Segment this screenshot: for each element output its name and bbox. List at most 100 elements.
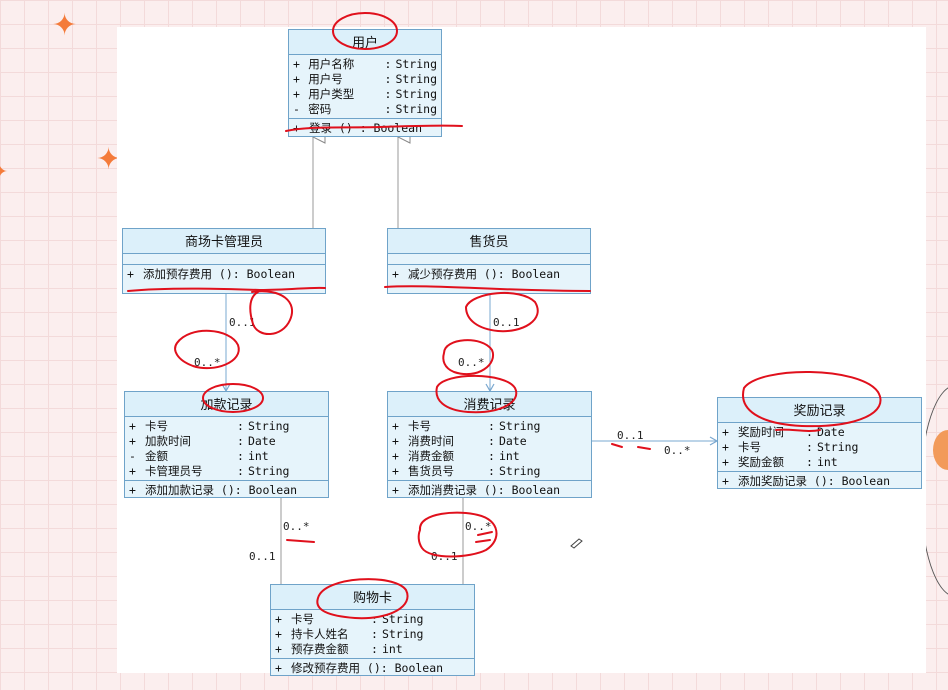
visibility: + [392,464,399,478]
class-reward-record: 奖励记录 +奖励时间:Date +卡号:String +奖励金额:int +添加… [717,397,922,489]
class-consumption-record: 消费记录 +卡号:String +消费时间:Date +消费金额:int +售货… [387,391,592,498]
operation: 修改预存费用 (): Boolean [291,661,444,675]
visibility: + [722,425,729,439]
visibility: + [129,464,136,478]
operations: + 添加奖励记录 (): Boolean [718,472,921,491]
attributes: +卡号:String +加款时间:Date -金额:int +卡管理员号:Str… [125,417,328,481]
visibility: + [722,474,729,488]
class-name: 加款记录 [125,392,328,417]
attribute-type: String [816,440,859,454]
class-deposit-record: 加款记录 +卡号:String +加款时间:Date -金额:int +卡管理员… [124,391,329,498]
operations: + 添加消费记录 (): Boolean [388,481,591,500]
visibility: + [392,449,399,463]
attribute-type: Date [816,425,845,439]
attribute-name: 加款时间 [145,434,191,448]
multiplicity-label: 0..1 [229,316,256,329]
visibility: + [129,483,136,497]
attribute-type: int [381,642,403,656]
multiplicity-label: 0..* [664,444,691,457]
visibility: + [127,267,134,281]
multiplicity-label: 0..* [465,520,492,533]
star-decoration-icon: ✦ [52,8,78,43]
multiplicity-label: 0..* [194,356,221,369]
visibility: - [293,102,300,116]
operation: 添加加款记录 (): Boolean [145,483,298,497]
multiplicity-label: 0..1 [249,550,276,563]
visibility: + [275,661,282,675]
star-decoration-icon: ✦ [0,160,8,185]
operations: +减少预存费用 (): Boolean [388,265,590,284]
visibility: + [129,419,136,433]
attributes: +用户名称:String +用户号:String +用户类型:String -密… [289,55,441,119]
visibility: + [722,440,729,454]
visibility: + [392,434,399,448]
attributes: +奖励时间:Date +卡号:String +奖励金额:int [718,423,921,472]
attribute-name: 奖励金额 [738,455,784,469]
operation: 添加消费记录 (): Boolean [408,483,561,497]
operations: + 修改预存费用 (): Boolean [271,659,474,678]
operations: + 添加预存费用 (): Boolean [123,265,325,284]
visibility: - [129,449,136,463]
attributes [123,254,325,265]
attribute-name: 消费时间 [408,434,454,448]
attribute-name: 消费金额 [408,449,454,463]
attribute-name: 预存费金额 [291,642,349,656]
multiplicity-label: 0..1 [431,550,458,563]
attribute-type: String [381,627,424,641]
attribute-name: 密码 [308,102,332,116]
attribute-name: 持卡人姓名 [291,627,349,641]
attribute-type: int [498,449,520,463]
visibility: + [129,434,136,448]
attribute-type: int [816,455,838,469]
visibility: + [392,267,399,281]
multiplicity-label: 0..1 [493,316,520,329]
attribute-type: String [395,57,437,71]
visibility: + [392,483,399,497]
operations: + 添加加款记录 (): Boolean [125,481,328,500]
visibility: + [293,57,300,71]
star-decoration-icon: ✦ [96,142,122,177]
operations: + 登录 () : Boolean [289,119,441,138]
attribute-type: Date [498,434,527,448]
visibility: + [293,87,300,101]
visibility: + [722,455,729,469]
decorative-dot [933,430,948,470]
operation: 添加预存费用 (): Boolean [143,267,296,281]
class-name: 奖励记录 [718,398,921,423]
operation: 添加奖励记录 (): Boolean [738,474,891,488]
attribute-type: String [395,87,437,101]
class-name: 商场卡管理员 [123,229,325,254]
visibility: + [293,121,300,135]
class-shopping-card: 购物卡 +卡号:String +持卡人姓名:String +预存费金额:int … [270,584,475,676]
diagram-canvas [117,27,926,673]
attribute-type: String [247,419,290,433]
class-mall-card-admin: 商场卡管理员 + 添加预存费用 (): Boolean [122,228,326,294]
attribute-type: String [247,464,290,478]
attribute-type: String [395,72,437,86]
attribute-name: 用户号 [308,72,343,86]
attribute-name: 用户名称 [308,57,355,71]
attribute-name: 奖励时间 [738,425,784,439]
attribute-name: 卡管理员号 [145,464,203,478]
attribute-type: int [247,449,269,463]
attribute-name: 卡号 [408,419,431,433]
attribute-name: 卡号 [738,440,761,454]
class-name: 购物卡 [271,585,474,610]
attribute-type: String [498,464,541,478]
operation: 登录 () : Boolean [309,121,423,135]
class-name: 用户 [289,30,441,55]
attribute-name: 金额 [145,449,168,463]
attributes: +卡号:String +消费时间:Date +消费金额:int +售货员号:St… [388,417,591,481]
attributes: +卡号:String +持卡人姓名:String +预存费金额:int [271,610,474,659]
multiplicity-label: 0..1 [617,429,644,442]
multiplicity-label: 0..* [458,356,485,369]
attribute-name: 卡号 [291,612,314,626]
visibility: + [275,627,282,641]
visibility: + [275,612,282,626]
attribute-type: Date [247,434,276,448]
attribute-name: 用户类型 [308,87,355,101]
attributes [388,254,590,265]
attribute-name: 卡号 [145,419,168,433]
multiplicity-label: 0..* [283,520,310,533]
visibility: + [275,642,282,656]
